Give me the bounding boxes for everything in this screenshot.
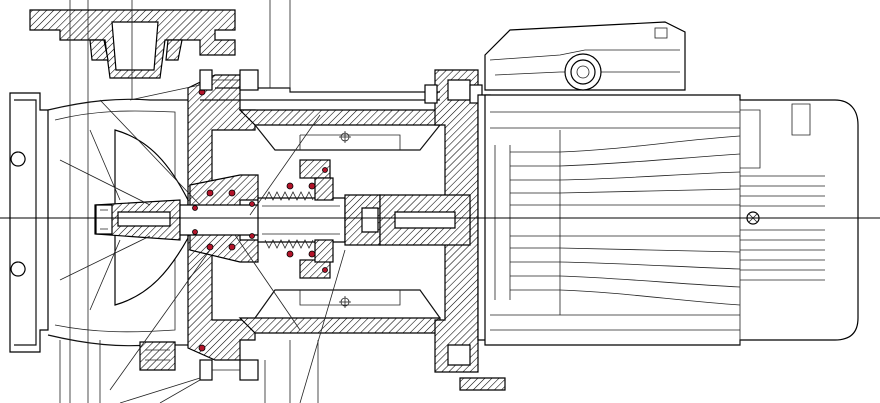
seal-o-ring-icon [206,189,214,197]
fasteners [199,69,483,381]
impeller [59,129,189,311]
fastener-bolt-icon [199,69,213,91]
leader-lines [99,84,346,403]
pump-casing [9,0,236,403]
shaft-seal-assembly [179,88,471,352]
electric-motor [477,21,859,346]
